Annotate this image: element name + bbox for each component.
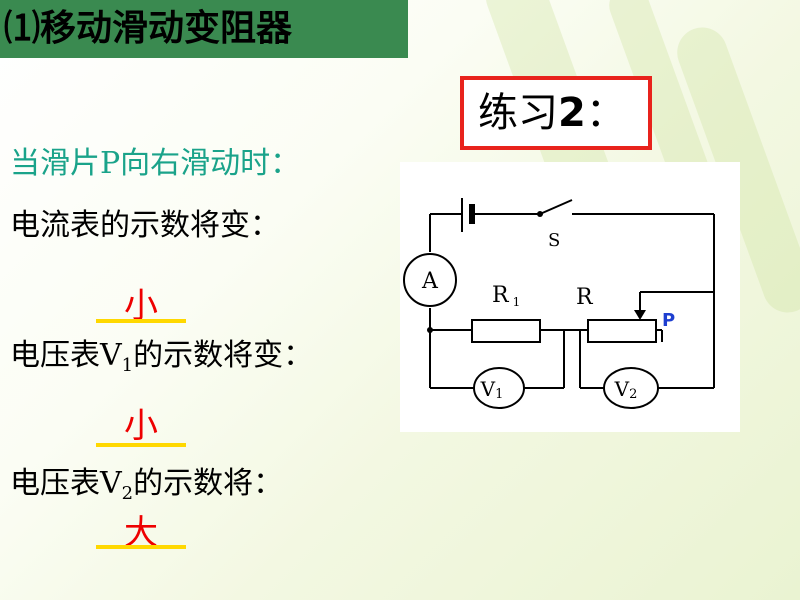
question-ammeter: 电流表的示数将变：	[10, 208, 280, 243]
switch-label: S	[548, 230, 560, 251]
question-v1-prefix: 电压表V	[10, 338, 122, 373]
r-label: R	[576, 285, 594, 310]
condition-text: 当滑片P向右滑动时：	[10, 146, 301, 181]
question-v1-suffix: 的示数将变：	[133, 338, 314, 373]
practice-colon: ：	[585, 90, 626, 136]
answer-underline	[96, 319, 186, 323]
junction-dot	[427, 327, 433, 333]
practice-label-box: 练习2：	[460, 76, 652, 150]
resistor-r1	[471, 319, 541, 343]
slide-title: ⑴移动滑动变阻器	[0, 0, 408, 58]
answer-underline	[96, 545, 186, 549]
answer-underline	[96, 443, 186, 447]
v2-label: V2	[614, 377, 638, 402]
ammeter-icon	[403, 253, 457, 307]
switch-blade	[539, 199, 573, 215]
question-v2-suffix: 的示数将：	[133, 466, 284, 501]
ammeter-label: A	[421, 269, 439, 294]
slider-arrow-icon	[634, 310, 646, 320]
question-v1: 电压表V1的示数将变：	[10, 330, 313, 376]
practice-label: 练习	[478, 90, 558, 136]
question-v2-subscript: 2	[121, 483, 134, 504]
practice-number: 2	[558, 90, 586, 136]
rheostat-r	[587, 319, 657, 343]
slider-label: P	[662, 310, 675, 331]
voltmeter-v1-icon	[473, 367, 525, 409]
v1-label: V1	[480, 377, 504, 402]
question-v2: 电压表V2的示数将：	[10, 458, 283, 504]
voltmeter-v2-icon	[603, 367, 659, 409]
question-v1-subscript: 1	[121, 355, 134, 376]
question-v2-prefix: 电压表V	[10, 466, 122, 501]
answer-v1: 小	[124, 406, 158, 446]
